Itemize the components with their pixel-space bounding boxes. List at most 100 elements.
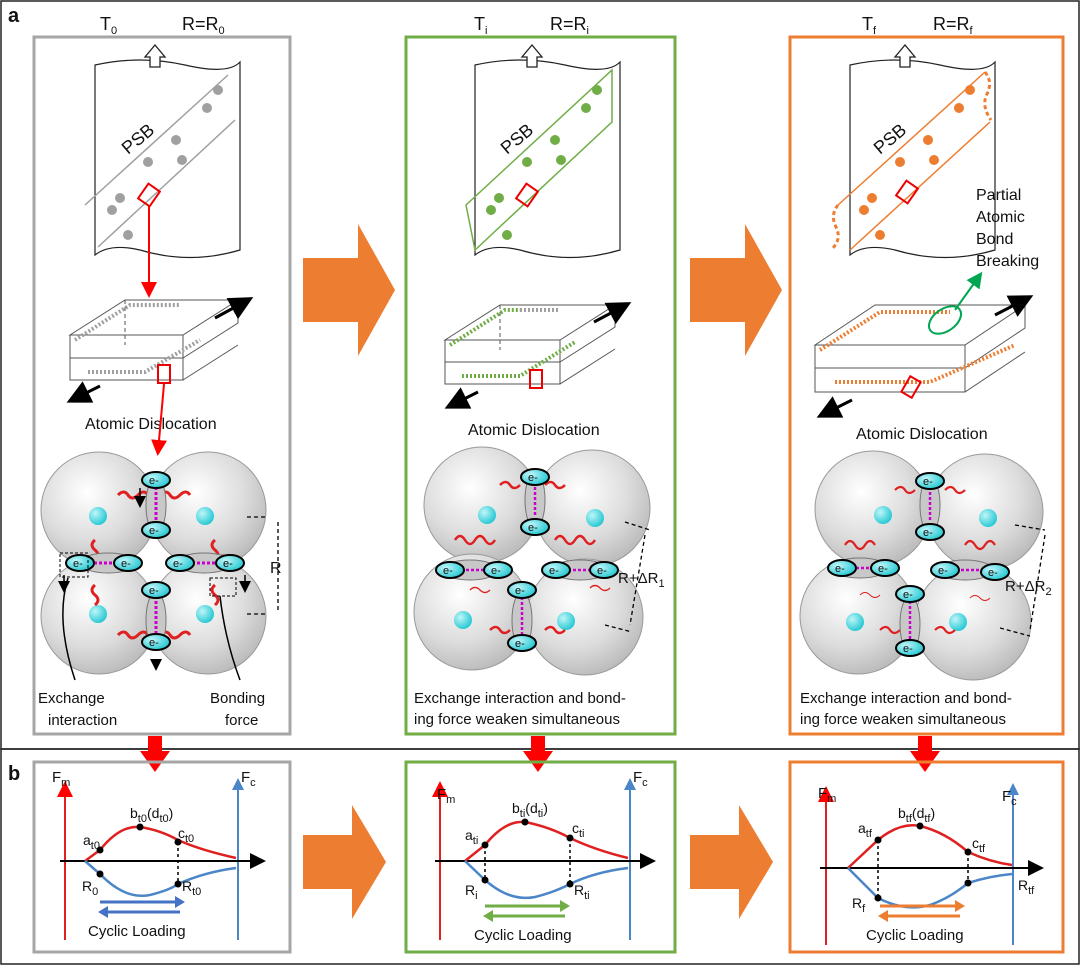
radius-label: R=Rf — [933, 14, 974, 37]
svg-text:e-: e- — [149, 585, 159, 597]
temperature-label: Ti — [474, 14, 487, 37]
point-rt-label: Rti — [574, 882, 590, 902]
cyclic-arrows — [483, 900, 570, 922]
svg-text:e-: e- — [835, 563, 845, 575]
key-points — [481, 818, 574, 888]
bonding-highlight — [209, 577, 237, 597]
dislocation-label: Atomic Dislocation — [85, 416, 217, 433]
cyclic-arrows — [98, 896, 185, 918]
selection-box — [136, 182, 162, 208]
svg-text:e-: e- — [149, 525, 159, 537]
svg-text:e-: e- — [149, 637, 159, 649]
point-rt-label: Rtf — [1018, 877, 1035, 897]
fm-curve — [464, 820, 629, 862]
shear-arrow-right — [593, 302, 632, 325]
breaking-highlight — [927, 305, 963, 335]
stage-intermediate-frame — [404, 35, 677, 736]
load-arrow-icon — [143, 43, 167, 68]
dislocation-line-bottom — [88, 338, 202, 374]
exchange-highlight — [59, 552, 89, 578]
stage-intermediate: Ti R=Ri PSB Atomic Dislocation — [404, 14, 677, 736]
distance-label: R — [270, 560, 282, 577]
point-a-label: ati — [465, 827, 478, 847]
svg-text:e-: e- — [903, 589, 913, 601]
fm-curve — [847, 824, 1013, 869]
selection-box — [894, 179, 920, 205]
point-r0-label: R0 — [82, 878, 98, 898]
psb-band-dots — [486, 85, 602, 240]
selection-box-2 — [529, 369, 543, 389]
fm-curve — [84, 825, 237, 863]
transition-arrow-b1 — [303, 805, 386, 919]
svg-text:e-: e- — [515, 585, 525, 597]
fc-axis-head — [1007, 783, 1019, 795]
dislocation-line-bottom — [835, 343, 1016, 384]
svg-text:e-: e- — [903, 643, 913, 655]
point-c-label: cti — [572, 820, 585, 840]
point-c-label: ctf — [972, 835, 986, 855]
svg-text:e-: e- — [988, 567, 998, 579]
svg-text:e-: e- — [923, 527, 933, 539]
down-arrow-3 — [910, 736, 940, 772]
panel-b-label: b — [8, 763, 20, 785]
temperature-label: T0 — [100, 14, 117, 37]
cyclic-loading-label: Cyclic Loading — [474, 927, 572, 944]
chart-frame — [32, 760, 292, 954]
force-chart-initial: Fm Fc at0 bt0(dt0) ct0 R0 Rt0 Cyclic Loa… — [32, 760, 292, 954]
electron-labels: e-e- e-e- e-e- e-e- — [73, 475, 233, 649]
svg-text:e-: e- — [223, 558, 233, 570]
psb-band-dots — [107, 85, 223, 240]
stage-initial: T0 R=R0 PSB Atomic Dislocation — [32, 14, 292, 736]
dislocation-line-top — [448, 308, 520, 347]
dislocation-line-top — [818, 310, 950, 352]
fc-label: Fc — [241, 769, 256, 789]
svg-text:e-: e- — [878, 563, 888, 575]
fc-curve — [464, 860, 629, 900]
radius-label: R=Ri — [550, 14, 589, 37]
distance-marker — [247, 516, 279, 615]
point-b-label: bti(dti) — [512, 800, 548, 820]
svg-text:e-: e- — [173, 558, 183, 570]
point-a-label: atf — [858, 820, 873, 840]
shear-arrow-right — [214, 297, 254, 320]
stage-caption: Exchange interaction and bond- ing force… — [414, 690, 630, 728]
point-a-label: at0 — [83, 832, 100, 852]
exchange-callout: Exchange interaction — [38, 690, 117, 729]
cyclic-loading-label: Cyclic Loading — [88, 923, 186, 940]
nucleus-dots — [454, 506, 604, 630]
cyclic-arrows — [878, 900, 965, 922]
shear-arrow-left — [444, 387, 479, 409]
svg-text:e-: e- — [938, 565, 948, 577]
load-arrow-icon — [893, 43, 917, 68]
breaking-pointer — [954, 271, 983, 311]
svg-text:e-: e- — [149, 475, 159, 487]
radius-label: R=R0 — [182, 14, 225, 37]
psb-band — [830, 71, 993, 251]
svg-text:e-: e- — [528, 522, 538, 534]
svg-text:e-: e- — [73, 558, 83, 570]
transition-arrow-b2 — [690, 805, 773, 919]
dislocation-label: Atomic Dislocation — [856, 426, 988, 443]
distance-label: R+ΔR1 — [618, 570, 665, 590]
electron-orbits — [435, 468, 619, 652]
fc-axis-head — [232, 778, 244, 790]
svg-text:e-: e- — [528, 472, 538, 484]
fm-label: Fm — [52, 769, 70, 789]
key-points — [874, 822, 972, 902]
distance-label: R+ΔR2 — [1005, 578, 1052, 598]
psb-band-dots — [859, 85, 975, 240]
psb-band — [465, 68, 613, 252]
svg-text:e-: e- — [923, 476, 933, 488]
nucleus-dots — [89, 507, 214, 623]
key-points — [96, 823, 182, 888]
panel-a-label: a — [8, 5, 20, 27]
selection-box-2 — [157, 364, 171, 384]
electron-labels: e-e- e-e- e-e- e-e- — [835, 476, 998, 655]
point-c-label: ct0 — [178, 825, 194, 845]
distance-marker — [999, 524, 1046, 637]
chart-frame — [788, 760, 1065, 954]
shear-arrow-left — [66, 381, 101, 403]
down-arrow-2 — [523, 736, 553, 772]
slip-plane-block — [68, 299, 240, 381]
